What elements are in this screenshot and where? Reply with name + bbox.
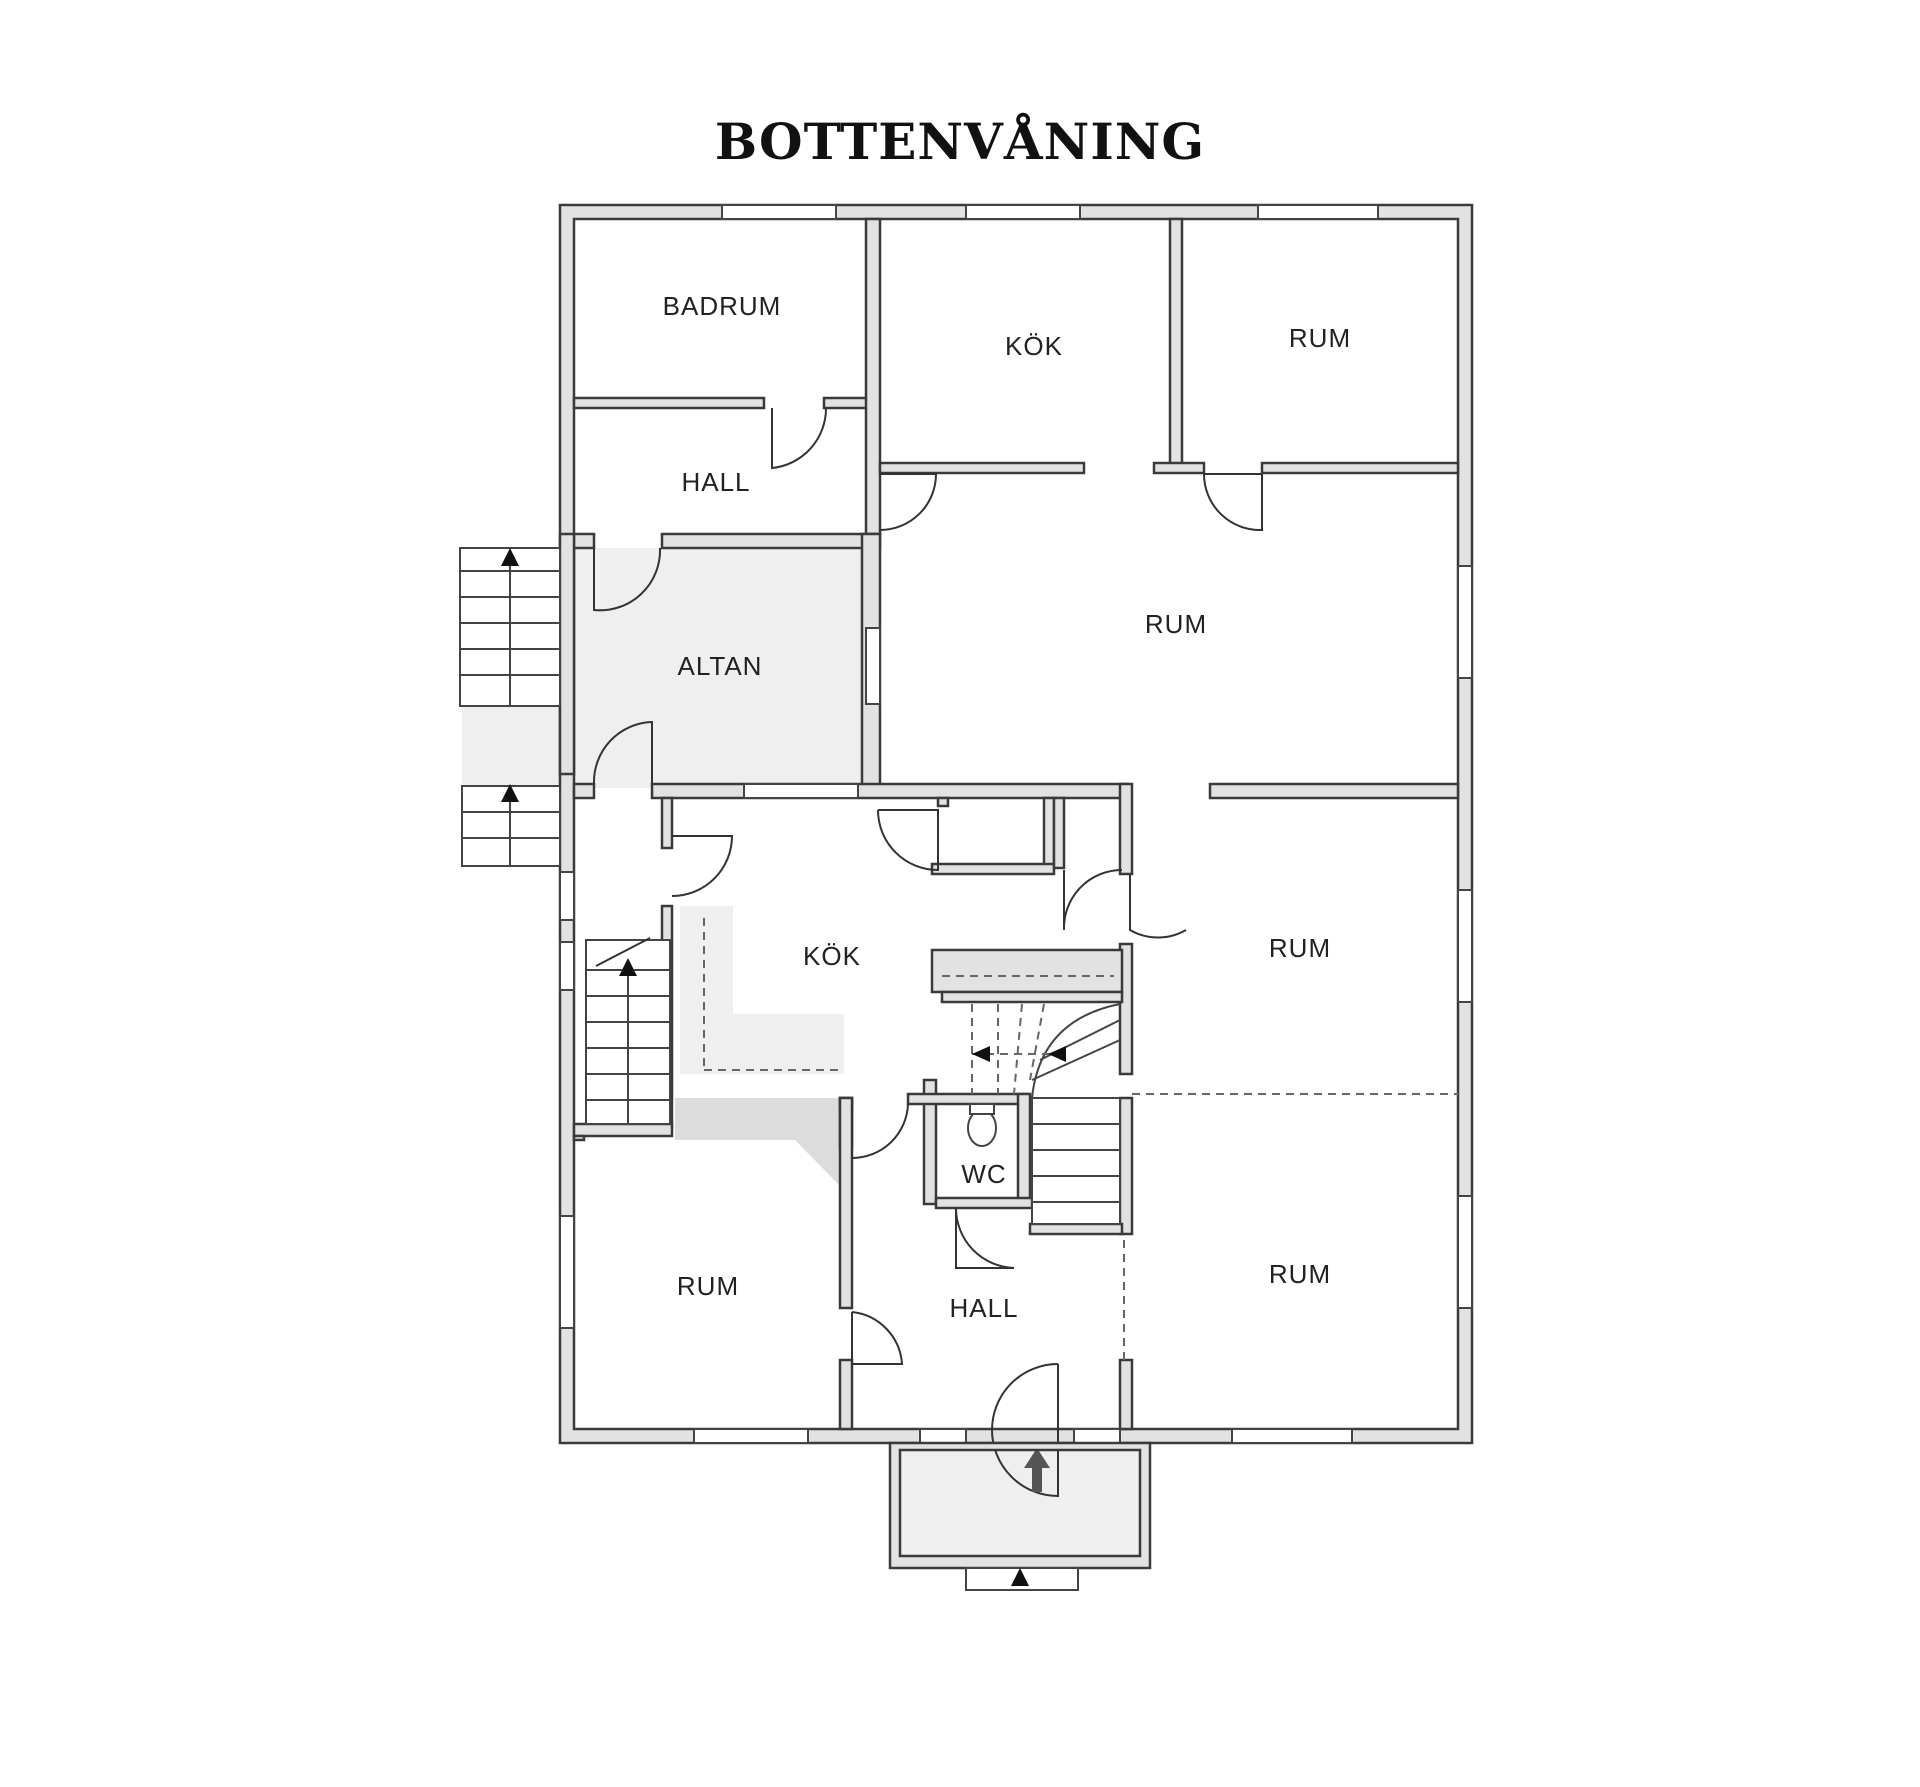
wall-stair-left — [572, 1122, 674, 1138]
wall-v-hall-left-2 — [838, 1358, 854, 1431]
hall-shade — [675, 1098, 844, 1190]
wall-v-mid — [1118, 782, 1134, 876]
wall-wc-bottom — [934, 1196, 1034, 1210]
wall-v-kok-rum — [1168, 217, 1184, 469]
porch-outline — [888, 1441, 1152, 1570]
wall-hall-altan-2 — [660, 532, 882, 550]
room-label-hall-top: HALL — [681, 467, 750, 497]
wall-closet-top — [936, 796, 950, 808]
altan-floor — [572, 548, 864, 788]
front-porch — [898, 1440, 1143, 1555]
room-label-altan: ALTAN — [678, 651, 763, 681]
entrance-arrow-icon — [1032, 1464, 1042, 1492]
stair-arrow-icon — [501, 784, 519, 802]
interior-stair-center — [1031, 1097, 1121, 1225]
room-label-rum-mid-right: RUM — [1269, 933, 1331, 963]
room-label-kok-mid: KÖK — [803, 941, 861, 971]
room-label-badrum: BADRUM — [663, 291, 782, 321]
wall-wc-left — [922, 1078, 938, 1206]
wall-hall-altan — [572, 532, 596, 550]
toilet-icon — [967, 1109, 997, 1147]
room-label-rum-large: RUM — [1145, 609, 1207, 639]
wall-rum-bottom — [1260, 461, 1460, 475]
floor-plan-title: BOTTENVÅNING — [714, 112, 1206, 171]
stair-arrow-icon — [619, 958, 637, 976]
wall-closet-v — [1042, 796, 1056, 870]
stair-arrow-icon — [1011, 1568, 1029, 1586]
wall-stair-box — [930, 948, 1124, 994]
wall-v-kok-left — [660, 796, 674, 850]
wall-kok-bottom-right — [1152, 461, 1206, 475]
wall-altan-bottom-2 — [650, 782, 1130, 800]
wall-wc-top — [906, 1092, 1030, 1106]
wall-h-mid-right — [1208, 782, 1460, 800]
room-label-rum-bottom-right: RUM — [1269, 1259, 1331, 1289]
outer-wall — [558, 203, 1474, 1445]
wall-wc-right — [1016, 1092, 1032, 1206]
stair-arrow-icon — [501, 548, 519, 566]
kitchen-counter — [680, 906, 844, 1074]
room-label-hall-bottom: HALL — [949, 1293, 1018, 1323]
wall-v-topleft — [864, 217, 882, 536]
room-label-rum-top-right: RUM — [1289, 323, 1351, 353]
wall-left-upper — [558, 532, 576, 776]
wall-closet-v2 — [1052, 796, 1066, 870]
wall-rum-left-bottom — [572, 1134, 586, 1142]
room-label-rum-bottom-left: RUM — [677, 1271, 739, 1301]
wall-v-hall-left — [838, 1096, 854, 1310]
entrance-arrow-icon — [1024, 1448, 1050, 1468]
wall-v-mid-3 — [1118, 1096, 1134, 1236]
stair-arrow-icon — [972, 1046, 990, 1062]
toilet-tank — [969, 1103, 995, 1115]
stair-arrow-icon — [1048, 1046, 1066, 1062]
room-label-wc: WC — [961, 1159, 1006, 1189]
wall-altan-bottom — [572, 782, 596, 800]
room-label-kok-top: KÖK — [1005, 331, 1063, 361]
wall-kok-bottom — [878, 461, 1086, 475]
wall-closet-h — [930, 862, 1056, 876]
side-landing — [462, 706, 564, 786]
wall-stair-bottom — [1028, 1222, 1124, 1236]
wall-stair-box-2 — [940, 990, 1124, 1004]
wall-v-mid-4 — [1118, 1358, 1134, 1431]
wall-badrum-hall — [572, 396, 766, 410]
